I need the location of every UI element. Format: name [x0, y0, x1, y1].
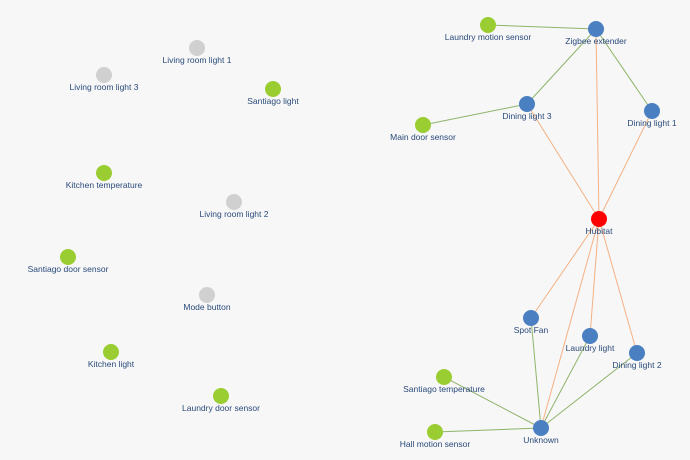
node-circle-kitchen-temperature[interactable]	[96, 165, 112, 181]
node-label-kitchen-light: Kitchen light	[88, 359, 135, 369]
node-dining-light-2[interactable]: Dining light 2	[612, 345, 662, 370]
node-unknown[interactable]: Unknown	[523, 420, 559, 445]
edge-zigbee-extender-to-dining-light-3	[526, 28, 597, 105]
node-label-santiago-light: Santiago light	[247, 96, 299, 106]
edge-dining-light-3-to-hubitat	[526, 103, 600, 220]
node-circle-laundry-light[interactable]	[582, 328, 598, 344]
node-circle-santiago-door-sensor[interactable]	[60, 249, 76, 265]
edge-hubitat-to-unknown	[540, 218, 600, 429]
node-label-living-room-light-1: Living room light 1	[163, 55, 232, 65]
edge-santiago-temperature-to-unknown	[443, 376, 542, 429]
node-label-zigbee-extender: Zigbee extender	[565, 36, 627, 46]
node-label-laundry-door-sensor: Laundry door sensor	[182, 403, 260, 413]
node-dining-light-3[interactable]: Dining light 3	[502, 96, 552, 121]
edge-spot-fan-to-unknown	[530, 317, 542, 429]
node-label-spot-fan: Spot Fan	[514, 325, 549, 335]
node-laundry-door-sensor[interactable]: Laundry door sensor	[182, 388, 260, 413]
node-santiago-door-sensor[interactable]: Santiago door sensor	[28, 249, 109, 274]
node-label-laundry-light: Laundry light	[566, 343, 615, 353]
node-circle-living-room-light-3[interactable]	[96, 67, 112, 83]
edge-hall-motion-sensor-to-unknown	[434, 427, 542, 433]
edge-hubitat-to-laundry-light	[589, 218, 600, 337]
node-kitchen-temperature[interactable]: Kitchen temperature	[66, 165, 143, 190]
node-circle-dining-light-2[interactable]	[629, 345, 645, 361]
node-hubitat[interactable]: Hubitat	[586, 211, 614, 236]
node-circle-kitchen-light[interactable]	[103, 344, 119, 360]
node-circle-dining-light-3[interactable]	[519, 96, 535, 112]
node-living-room-light-1[interactable]: Living room light 1	[163, 40, 232, 65]
node-dining-light-1[interactable]: Dining light 1	[627, 103, 677, 128]
node-circle-living-room-light-1[interactable]	[189, 40, 205, 56]
node-laundry-motion-sensor[interactable]: Laundry motion sensor	[445, 17, 532, 42]
node-circle-main-door-sensor[interactable]	[415, 117, 431, 133]
node-circle-dining-light-1[interactable]	[644, 103, 660, 119]
node-circle-zigbee-extender[interactable]	[588, 21, 604, 37]
edge-laundry-motion-sensor-to-zigbee-extender	[487, 24, 597, 30]
edge-hubitat-to-spot-fan	[530, 218, 600, 319]
node-santiago-light[interactable]: Santiago light	[247, 81, 299, 106]
edge-dining-light-2-to-unknown	[540, 352, 638, 429]
node-laundry-light[interactable]: Laundry light	[566, 328, 615, 353]
node-label-laundry-motion-sensor: Laundry motion sensor	[445, 32, 532, 42]
node-circle-hall-motion-sensor[interactable]	[427, 424, 443, 440]
node-label-dining-light-1: Dining light 1	[627, 118, 676, 128]
edge-main-door-sensor-to-dining-light-3	[422, 103, 528, 126]
node-label-living-room-light-2: Living room light 2	[200, 209, 269, 219]
node-label-unknown: Unknown	[523, 435, 559, 445]
edge-zigbee-extender-to-dining-light-1	[595, 28, 653, 112]
node-label-dining-light-3: Dining light 3	[502, 111, 551, 121]
edge-zigbee-extender-to-hubitat	[595, 28, 600, 220]
node-living-room-light-3[interactable]: Living room light 3	[70, 67, 139, 92]
edge-dining-light-1-to-hubitat	[598, 110, 653, 220]
node-circle-hubitat[interactable]	[591, 211, 607, 227]
node-label-mode-button: Mode button	[183, 302, 231, 312]
node-main-door-sensor[interactable]: Main door sensor	[390, 117, 456, 142]
node-living-room-light-2[interactable]: Living room light 2	[200, 194, 269, 219]
node-label-living-room-light-3: Living room light 3	[70, 82, 139, 92]
node-circle-living-room-light-2[interactable]	[226, 194, 242, 210]
node-label-main-door-sensor: Main door sensor	[390, 132, 456, 142]
node-circle-unknown[interactable]	[533, 420, 549, 436]
node-label-hubitat: Hubitat	[586, 226, 614, 236]
node-zigbee-extender[interactable]: Zigbee extender	[565, 21, 627, 46]
node-label-kitchen-temperature: Kitchen temperature	[66, 180, 143, 190]
edge-hubitat-to-dining-light-2	[598, 218, 638, 354]
node-label-santiago-temperature: Santiago temperature	[403, 384, 485, 394]
node-label-santiago-door-sensor: Santiago door sensor	[28, 264, 109, 274]
edge-laundry-light-to-unknown	[540, 335, 591, 429]
node-circle-spot-fan[interactable]	[523, 310, 539, 326]
node-kitchen-light[interactable]: Kitchen light	[88, 344, 135, 369]
node-hall-motion-sensor[interactable]: Hall motion sensor	[400, 424, 471, 449]
edges-layer	[422, 24, 653, 433]
node-circle-laundry-door-sensor[interactable]	[213, 388, 229, 404]
node-circle-mode-button[interactable]	[199, 287, 215, 303]
node-label-dining-light-2: Dining light 2	[612, 360, 661, 370]
node-mode-button[interactable]: Mode button	[183, 287, 231, 312]
node-label-hall-motion-sensor: Hall motion sensor	[400, 439, 471, 449]
node-circle-laundry-motion-sensor[interactable]	[480, 17, 496, 33]
node-spot-fan[interactable]: Spot Fan	[514, 310, 549, 335]
node-circle-santiago-light[interactable]	[265, 81, 281, 97]
node-circle-santiago-temperature[interactable]	[436, 369, 452, 385]
node-santiago-temperature[interactable]: Santiago temperature	[403, 369, 485, 394]
